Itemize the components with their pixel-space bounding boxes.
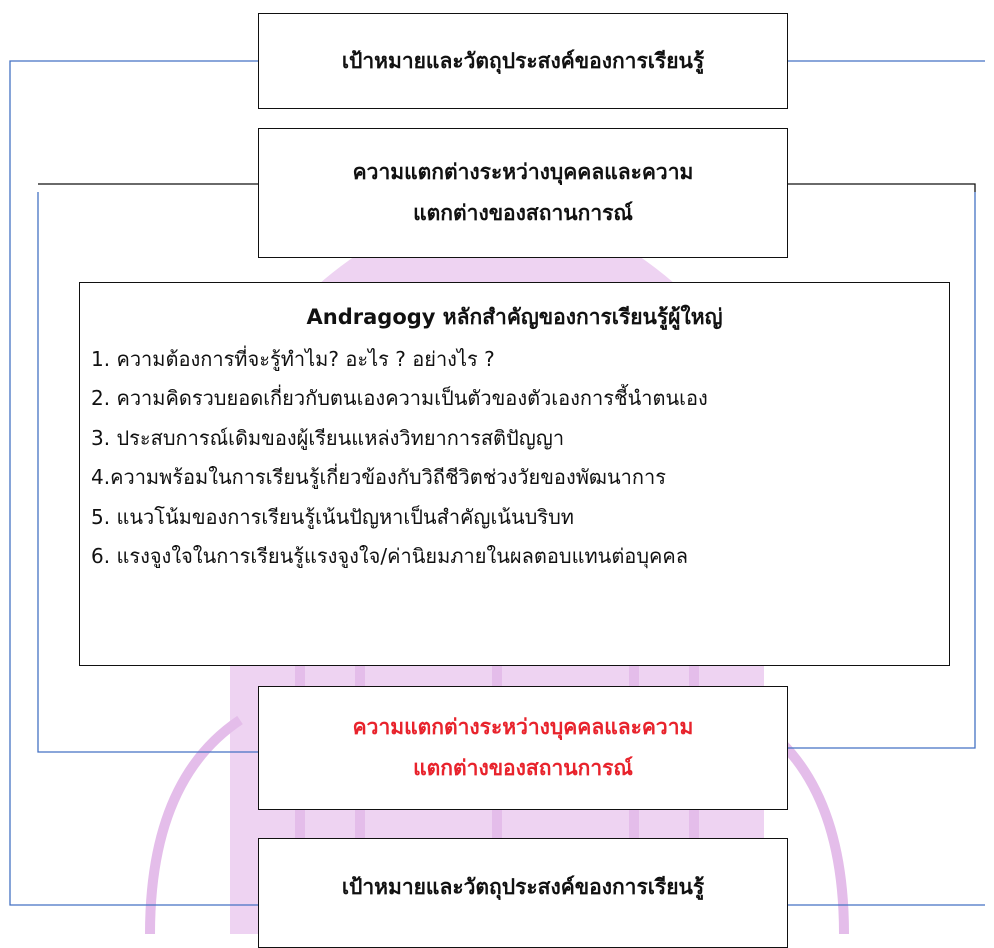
inner-connector-right xyxy=(788,183,976,192)
differences-top-line-1: ความแตกต่างระหว่างบุคคลและความ xyxy=(352,160,694,185)
differences-bottom-line-2: แตกต่างของสถานการณ์ xyxy=(413,756,633,780)
goal-box-bottom: เป้าหมายและวัตถุประสงค์ของการเรียนรู้ xyxy=(258,838,788,948)
inner-connector-right-vertical xyxy=(788,192,976,749)
outer-connector-left xyxy=(9,60,258,906)
andragogy-item-6: 6. แรงจูงใจในการเรียนรู้แรงจูงใจ/ค่านิยม… xyxy=(91,543,689,568)
goal-bottom-text: เป้าหมายและวัตถุประสงค์ของการเรียนรู้ xyxy=(341,875,705,899)
andragogy-box: Andragogy หลักสำคัญของการเรียนรู้ผู้ใหญ่… xyxy=(79,282,950,666)
andragogy-item-4: 4.ความพร้อมในการเรียนรู้เกี่ยวข้องกับวิถ… xyxy=(91,465,666,490)
inner-connector-left-vertical xyxy=(37,192,258,753)
differences-bottom-line-1: ความแตกต่างระหว่างบุคคลและความ xyxy=(352,715,694,740)
andragogy-item-1: 1. ความต้องการที่จะรู้ทำไม? อะไร ? อย่าง… xyxy=(91,347,495,371)
differences-box-bottom: ความแตกต่างระหว่างบุคคลและความ แตกต่างขอ… xyxy=(258,686,788,810)
andragogy-item-5: 5. แนวโน้มของการเรียนรู้เน้นปัญหาเป็นสำค… xyxy=(91,504,574,529)
differences-box-top: ความแตกต่างระหว่างบุคคลและความ แตกต่างขอ… xyxy=(258,128,788,258)
goal-box-top: เป้าหมายและวัตถุประสงค์ของการเรียนรู้ xyxy=(258,13,788,109)
goal-top-text: เป้าหมายและวัตถุประสงค์ของการเรียนรู้ xyxy=(341,48,705,73)
andragogy-item-2: 2. ความคิดรวบยอดเกี่ยวกับตนเองความเป็นตั… xyxy=(91,386,708,411)
andragogy-item-3: 3. ประสบการณ์เดิมของผู้เรียนแหล่งวิทยากา… xyxy=(91,425,565,450)
andragogy-title: Andragogy หลักสำคัญของการเรียนรู้ผู้ใหญ่ xyxy=(306,305,723,329)
differences-top-line-2: แตกต่างของสถานการณ์ xyxy=(413,201,633,225)
